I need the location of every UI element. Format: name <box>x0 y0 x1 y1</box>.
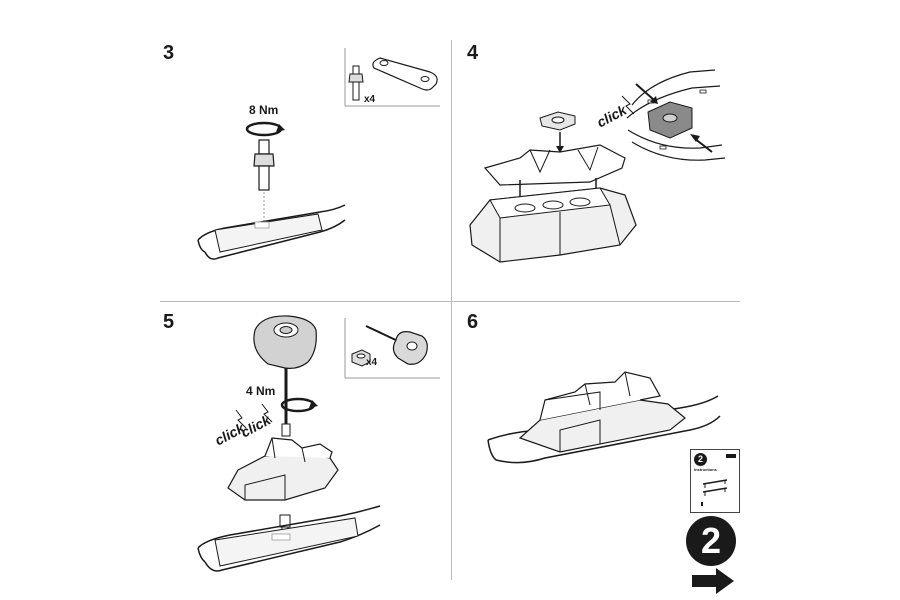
step-3-number: 3 <box>163 42 175 64</box>
booklet-bars-icon <box>701 479 728 506</box>
step-5-quantity: x4 <box>366 357 378 368</box>
instructions-booklet: 2 Instructions <box>690 449 740 513</box>
booklet-tag <box>726 454 736 458</box>
next-step-badge: 2 <box>686 516 736 566</box>
step-3-torque-label: 8 Nm <box>249 103 279 117</box>
horizontal-divider <box>160 301 740 302</box>
booklet-number: 2 <box>694 453 707 466</box>
step-3-quantity: x4 <box>364 94 376 105</box>
booklet-title: Instructions <box>694 467 717 472</box>
step-5-torque-label: 4 Nm <box>246 384 276 398</box>
step-5-number: 5 <box>163 311 175 333</box>
step-4-number: 4 <box>467 42 479 64</box>
vertical-divider <box>451 40 452 580</box>
step-6-number: 6 <box>467 311 479 333</box>
